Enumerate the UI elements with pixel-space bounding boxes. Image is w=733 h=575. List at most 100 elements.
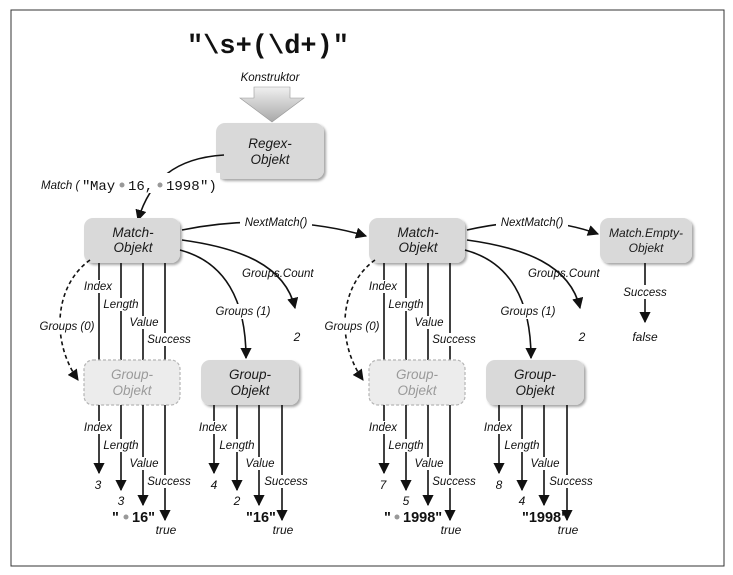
m1-success-label: Success bbox=[147, 334, 191, 346]
groups-count-value-1: 2 bbox=[293, 330, 301, 344]
g11-index-value: 4 bbox=[211, 478, 218, 492]
g21-index-value: 8 bbox=[496, 478, 503, 492]
g21-value-result: "1998" bbox=[522, 510, 568, 526]
match-call-q1: " bbox=[82, 179, 90, 195]
m2-value-label: Value bbox=[415, 317, 444, 329]
match-call-s1: May bbox=[90, 179, 115, 195]
g10-line1: Group- bbox=[111, 367, 154, 382]
g21-value-label: Value bbox=[531, 458, 560, 470]
g10-value-result: " 16" bbox=[112, 510, 155, 526]
g10-index-value: 3 bbox=[95, 478, 102, 492]
empty-line1: Match.Empty- bbox=[609, 226, 683, 240]
g10-value-open-quote: " bbox=[112, 510, 119, 526]
match-object-2: Match- Objekt bbox=[369, 218, 465, 263]
group-object-2-1: Group- Objekt bbox=[486, 360, 584, 405]
g21-index-label: Index bbox=[484, 422, 513, 434]
regex-pattern: "\s+(\d+)" bbox=[187, 32, 349, 62]
g20-line2: Objekt bbox=[397, 383, 437, 398]
g11-success-value: true bbox=[273, 523, 294, 537]
g10-space-dot bbox=[123, 514, 129, 520]
match-call-prefix: Match ( bbox=[41, 180, 81, 192]
match2-line2: Objekt bbox=[398, 240, 438, 255]
group-object-2-0: Group- Objekt bbox=[368, 359, 466, 406]
g21-length-value: 4 bbox=[519, 494, 526, 508]
groups-0-label-1: Groups (0) bbox=[40, 321, 95, 333]
g10-length-label: Length bbox=[103, 440, 138, 452]
g21-line2: Objekt bbox=[515, 383, 555, 398]
g10-value-text: 16" bbox=[132, 510, 155, 526]
g20-index-value: 7 bbox=[380, 478, 388, 492]
constructor-label: Konstruktor bbox=[241, 72, 301, 84]
regex-box-line1: Regex- bbox=[248, 136, 292, 151]
constructor-arrow bbox=[239, 86, 305, 123]
group-object-1-1: Group- Objekt bbox=[201, 360, 299, 405]
g20-value-result: " 1998" bbox=[384, 510, 442, 526]
groups-1-arrow-1 bbox=[179, 249, 252, 360]
m1-length-label: Length bbox=[103, 299, 138, 311]
g10-line2: Objekt bbox=[112, 383, 152, 398]
match1-line2: Objekt bbox=[113, 240, 153, 255]
m2-index-label: Index bbox=[369, 281, 398, 293]
g10-success-label: Success bbox=[147, 476, 191, 488]
match-call-label: Match ( " May 16, 1998 ") bbox=[38, 173, 220, 195]
g21-success-label: Success bbox=[549, 476, 593, 488]
g11-length-label: Length bbox=[219, 440, 254, 452]
g20-value-label: Value bbox=[415, 458, 444, 470]
g21-length-label: Length bbox=[504, 440, 539, 452]
empty-success-value: false bbox=[632, 330, 658, 344]
g10-index-label: Index bbox=[84, 422, 113, 434]
groups-1-arrow-2 bbox=[464, 249, 537, 360]
next-match-label-2: NextMatch() bbox=[501, 217, 564, 229]
match2-line1: Match- bbox=[397, 225, 439, 240]
match-call-s2: 16, bbox=[128, 179, 153, 195]
g10-value-label: Value bbox=[130, 458, 159, 470]
groups-0-label-2: Groups (0) bbox=[325, 321, 380, 333]
space-dot-1 bbox=[119, 182, 125, 188]
groups-count-label-1: Groups.Count bbox=[242, 268, 314, 280]
g20-success-label: Success bbox=[432, 476, 476, 488]
space-dot-2 bbox=[157, 182, 163, 188]
g11-line1: Group- bbox=[229, 367, 272, 382]
g21-line1: Group- bbox=[514, 367, 557, 382]
match1-line1: Match- bbox=[112, 225, 154, 240]
group-object-1-0: Group- Objekt bbox=[83, 359, 181, 406]
g20-line1: Group- bbox=[396, 367, 439, 382]
empty-line2: Objekt bbox=[629, 241, 664, 255]
m2-success-label: Success bbox=[432, 334, 476, 346]
g11-line2: Objekt bbox=[230, 383, 270, 398]
g10-success-value: true bbox=[156, 523, 177, 537]
match-call-s3: 1998 bbox=[166, 179, 200, 195]
m2-length-label: Length bbox=[388, 299, 423, 311]
g20-value-text: 1998" bbox=[403, 510, 442, 526]
g11-value-result: "16" bbox=[246, 510, 276, 526]
g20-index-label: Index bbox=[369, 422, 398, 434]
groups-count-label-2: Groups.Count bbox=[528, 268, 600, 280]
match-call-q2: ") bbox=[200, 179, 217, 195]
empty-match-object: Match.Empty- Objekt bbox=[600, 218, 692, 263]
groups-count-arrow-2 bbox=[466, 239, 584, 310]
groups-1-label-1: Groups (1) bbox=[216, 306, 271, 318]
g20-length-value: 5 bbox=[403, 494, 410, 508]
groups-0-arrow-1 bbox=[59, 259, 91, 381]
g20-space-dot bbox=[394, 514, 400, 520]
g10-length-value: 3 bbox=[118, 494, 125, 508]
g11-success-label: Success bbox=[264, 476, 308, 488]
m1-index-label: Index bbox=[84, 281, 113, 293]
match-object-1: Match- Objekt bbox=[84, 218, 180, 263]
groups-count-value-2: 2 bbox=[578, 330, 586, 344]
g20-value-open-quote: " bbox=[384, 510, 391, 526]
g20-length-label: Length bbox=[388, 440, 423, 452]
groups-count-arrow-1 bbox=[181, 239, 299, 310]
g11-value-label: Value bbox=[246, 458, 275, 470]
regex-box-line2: Objekt bbox=[250, 152, 290, 167]
g11-length-value: 2 bbox=[233, 494, 241, 508]
empty-success-label: Success bbox=[623, 287, 667, 299]
regex-object-box: Regex- Objekt bbox=[216, 123, 324, 179]
groups-1-label-2: Groups (1) bbox=[501, 306, 556, 318]
g20-success-value: true bbox=[441, 523, 462, 537]
m1-value-label: Value bbox=[130, 317, 159, 329]
g11-index-label: Index bbox=[199, 422, 228, 434]
groups-0-arrow-2 bbox=[344, 259, 376, 381]
frame bbox=[10, 9, 725, 567]
